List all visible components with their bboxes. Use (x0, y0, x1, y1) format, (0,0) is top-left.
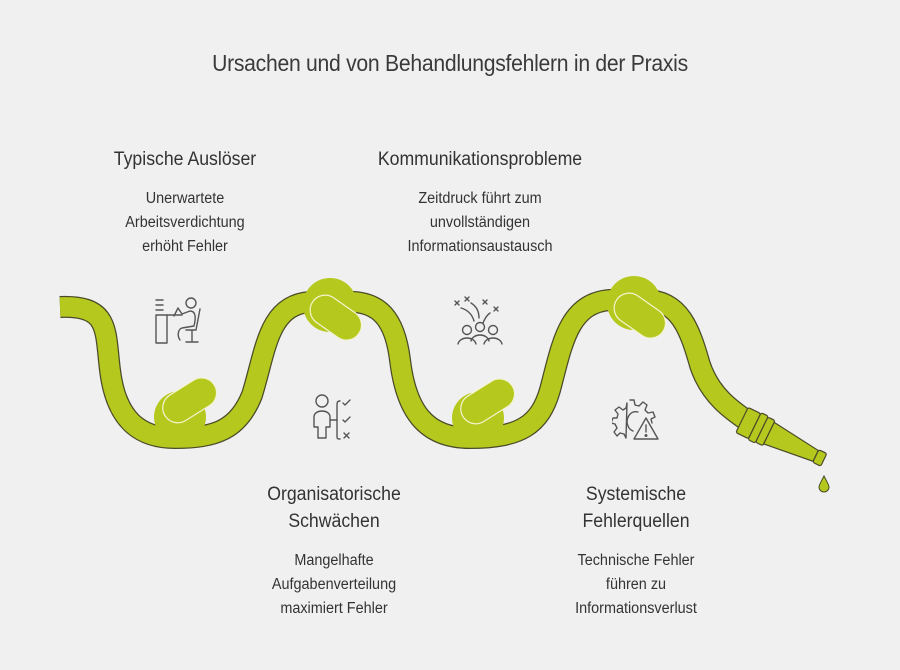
cause-typische-ausloeser: Typische Auslöser Unerwartete Arbeitsver… (70, 146, 300, 259)
cause-description: Unerwartete Arbeitsverdichtung erhöht Fe… (125, 190, 245, 255)
cause-organisatorische-schwaechen: Organisatorische Schwächen Mangelhafte A… (224, 481, 444, 621)
cause-heading: Organisatorische Schwächen (267, 484, 401, 532)
cause-heading: Systemische Fehlerquellen (582, 484, 690, 532)
page-title: Ursachen und von Behandlungsfehlern in d… (212, 50, 688, 76)
cause-heading: Typische Auslöser (113, 149, 257, 170)
knot-3 (452, 378, 516, 444)
hose-nozzle (735, 407, 827, 467)
cause-heading: Kommunikationsprobleme (377, 149, 583, 170)
knot-1 (154, 377, 218, 443)
cause-kommunikationsprobleme: Kommunikationsprobleme Zeitdruck führt z… (330, 146, 630, 259)
knot-4 (607, 276, 667, 339)
cause-description: Technische Fehler führen zu Informations… (575, 552, 697, 617)
cause-description: Zeitdruck führt zum unvollständigen Info… (407, 190, 553, 255)
water-drop (818, 474, 830, 493)
cause-systemische-fehlerquellen: Systemische Fehlerquellen Technische Feh… (526, 481, 746, 621)
person-at-desk-icon (155, 297, 201, 344)
gear-warning-icon (612, 399, 659, 440)
group-confusion-icon (454, 296, 503, 345)
knot-2 (303, 278, 363, 341)
cause-description: Mangelhafte Aufgabenverteilung maximiert… (271, 552, 397, 617)
person-checklist-icon (313, 394, 351, 440)
